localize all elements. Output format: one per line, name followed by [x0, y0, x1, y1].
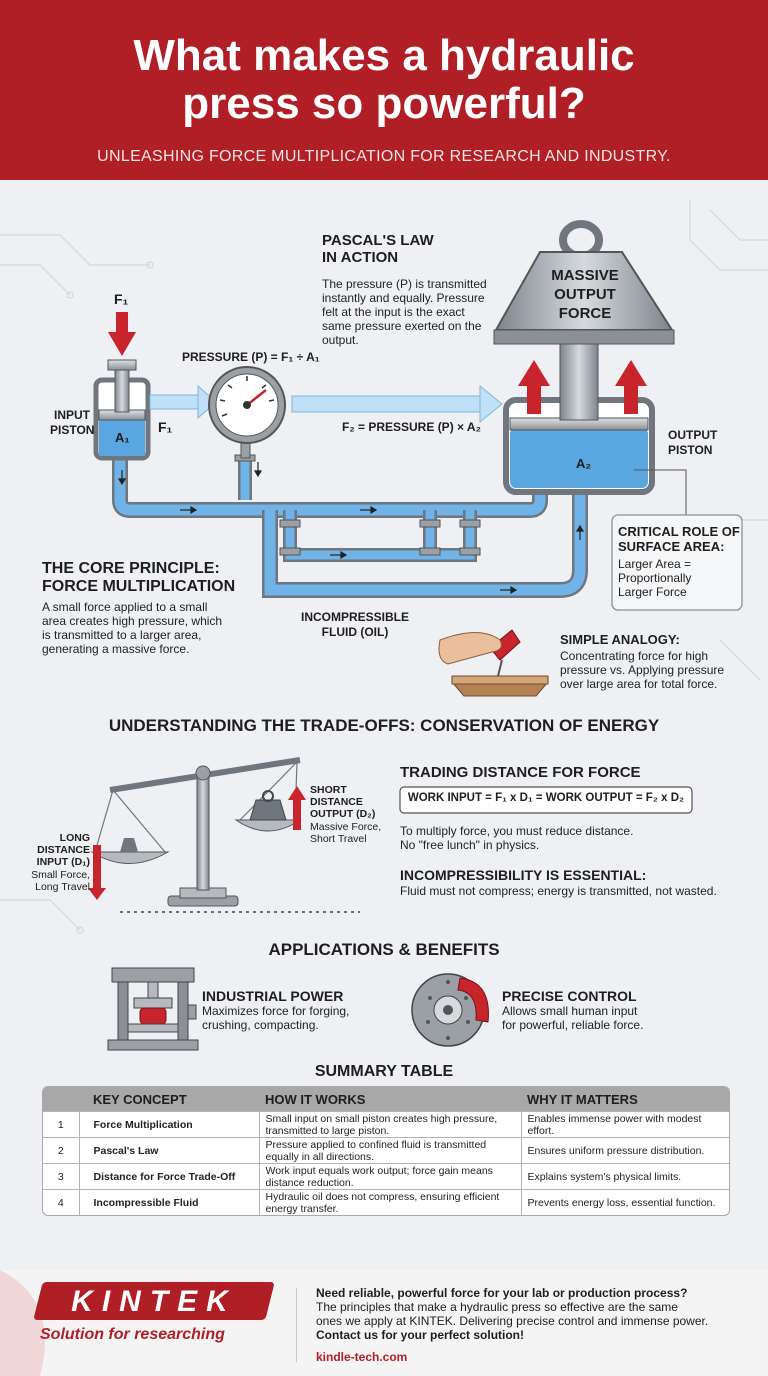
table-row: 4 Incompressible Fluid Hydraulic oil doe… — [43, 1189, 729, 1215]
surface-area-title: CRITICAL ROLE OF SURFACE AREA: — [618, 524, 740, 554]
header-banner: What makes a hydraulic press so powerful… — [0, 0, 768, 180]
trading-distance-title: TRADING DISTANCE FOR FORCE — [400, 764, 641, 781]
thumbtack-analogy-icon — [438, 629, 550, 697]
distance-arrows — [88, 786, 306, 900]
weight-label: MASSIVE OUTPUT FORCE — [551, 267, 619, 322]
flow-arrow-to-gauge — [149, 384, 217, 420]
work-formula: WORK INPUT = F₁ x D₁ = WORK OUTPUT = F₂ … — [407, 792, 685, 804]
long-distance-label: LONG DISTANCE INPUT (D₁) — [36, 832, 90, 868]
table-header-why: WHY IT MATTERS — [521, 1087, 729, 1112]
table-row: 3 Distance for Force Trade-Off Work inpu… — [43, 1163, 729, 1190]
long-distance-sub: Small Force, Long Travel — [31, 869, 90, 893]
input-piston-label: INPUT PISTON — [50, 408, 95, 437]
table-header-how: HOW IT WORKS — [259, 1087, 521, 1112]
table-header-row: KEY CONCEPT HOW IT WORKS WHY IT MATTERS — [43, 1087, 729, 1112]
main-content: PASCAL'S LAW IN ACTION The pressure (P) … — [0, 180, 768, 1270]
page-title: What makes a hydraulic press so powerful… — [0, 32, 768, 128]
massive-weight — [493, 220, 675, 345]
short-distance-label: SHORT DISTANCE OUTPUT (D₂) — [310, 784, 376, 820]
brand-tagline: Solution for researching — [40, 1326, 225, 1343]
table-header-concept: KEY CONCEPT — [79, 1087, 259, 1112]
input-cylinder — [93, 359, 151, 461]
core-principle-text: A small force applied to a small area cr… — [42, 600, 223, 656]
table-header-num — [43, 1087, 79, 1112]
pressure-formula: PRESSURE (P) = F₁ ÷ A₁ — [182, 350, 320, 364]
pascal-law-title: PASCAL'S LAW IN ACTION — [322, 232, 434, 266]
a2-label: A₂ — [576, 456, 592, 471]
footer-url-link[interactable]: kindle-tech.com — [316, 1350, 408, 1364]
brand-logo: KINTEK — [71, 1285, 237, 1318]
hydraulic-press-diagram — [0, 200, 768, 1051]
pressure-gauge — [208, 366, 286, 459]
analogy-text: Concentrating force for high pressure vs… — [560, 649, 725, 691]
summary-table-title: SUMMARY TABLE — [314, 1063, 454, 1080]
industrial-power-title: INDUSTRIAL POWER — [202, 988, 344, 1004]
footer-cta: Contact us for your perfect solution! — [316, 1328, 525, 1342]
fluid-pipes — [112, 454, 588, 598]
pascal-law-text: The pressure (P) is transmitted instantl… — [322, 277, 487, 347]
fluid-label: INCOMPRESSIBLE FLUID (OIL) — [300, 610, 409, 639]
core-principle-title: THE CORE PRINCIPLE: FORCE MULTIPLICATION — [42, 560, 236, 595]
a1-label: A₁ — [115, 430, 130, 445]
work-formula-box — [399, 786, 693, 814]
summary-table: KEY CONCEPT HOW IT WORKS WHY IT MATTERS … — [42, 1086, 730, 1216]
precise-control-text: Allows small human input for powerful, r… — [502, 1004, 644, 1032]
footer: KINTEK Solution for researching Need rel… — [0, 1270, 768, 1376]
brake-disc-icon — [411, 973, 489, 1047]
applications-section-title: APPLICATIONS & BENEFITS — [268, 940, 500, 959]
output-piston-label: OUTPUT PISTON — [668, 428, 718, 457]
table-row: 2 Pascal's Law Pressure applied to confi… — [43, 1137, 729, 1164]
incompressibility-title: INCOMPRESSIBILITY IS ESSENTIAL: — [400, 867, 647, 883]
footer-red-accent — [0, 1270, 45, 1376]
callout-line — [634, 469, 687, 515]
industrial-press-icon — [107, 967, 199, 1051]
trading-distance-text: To multiply force, you must reduce dista… — [400, 824, 634, 852]
title-line-1: What makes a hydraulic — [133, 31, 635, 80]
output-force-arrows — [518, 360, 647, 414]
f1-top-label: F₁ — [114, 291, 129, 307]
f2-formula: F₂ = PRESSURE (P) × A₂ — [342, 420, 481, 434]
table-row: 1 Force Multiplication Small input on sm… — [43, 1111, 729, 1138]
industrial-power-text: Maximizes force for forging, crushing, c… — [202, 1004, 350, 1032]
page-subtitle: UNLEASHING FORCE MULTIPLICATION FOR RESE… — [97, 148, 671, 165]
input-force-arrow — [108, 312, 136, 356]
analogy-title: SIMPLE ANALOGY: — [560, 632, 680, 647]
f1-side-label: F₁ — [158, 419, 173, 435]
balance-scale-icon — [90, 757, 360, 913]
tradeoffs-section-title: UNDERSTANDING THE TRADE-OFFS: CONSERVATI… — [108, 716, 660, 735]
footer-divider — [296, 1288, 297, 1362]
incompressibility-text: Fluid must not compress; energy is trans… — [400, 884, 717, 898]
title-line-2: press so powerful? — [182, 79, 586, 128]
surface-area-box — [611, 514, 743, 611]
flow-arrow-to-output — [291, 384, 503, 424]
precise-control-title: PRECISE CONTROL — [502, 988, 637, 1004]
footer-question: Need reliable, powerful force for your l… — [316, 1286, 688, 1300]
short-distance-sub: Massive Force, Short Travel — [310, 821, 382, 845]
surface-area-text: Larger Area = Proportionally Larger Forc… — [618, 557, 692, 599]
footer-text: The principles that make a hydraulic pre… — [316, 1300, 709, 1328]
